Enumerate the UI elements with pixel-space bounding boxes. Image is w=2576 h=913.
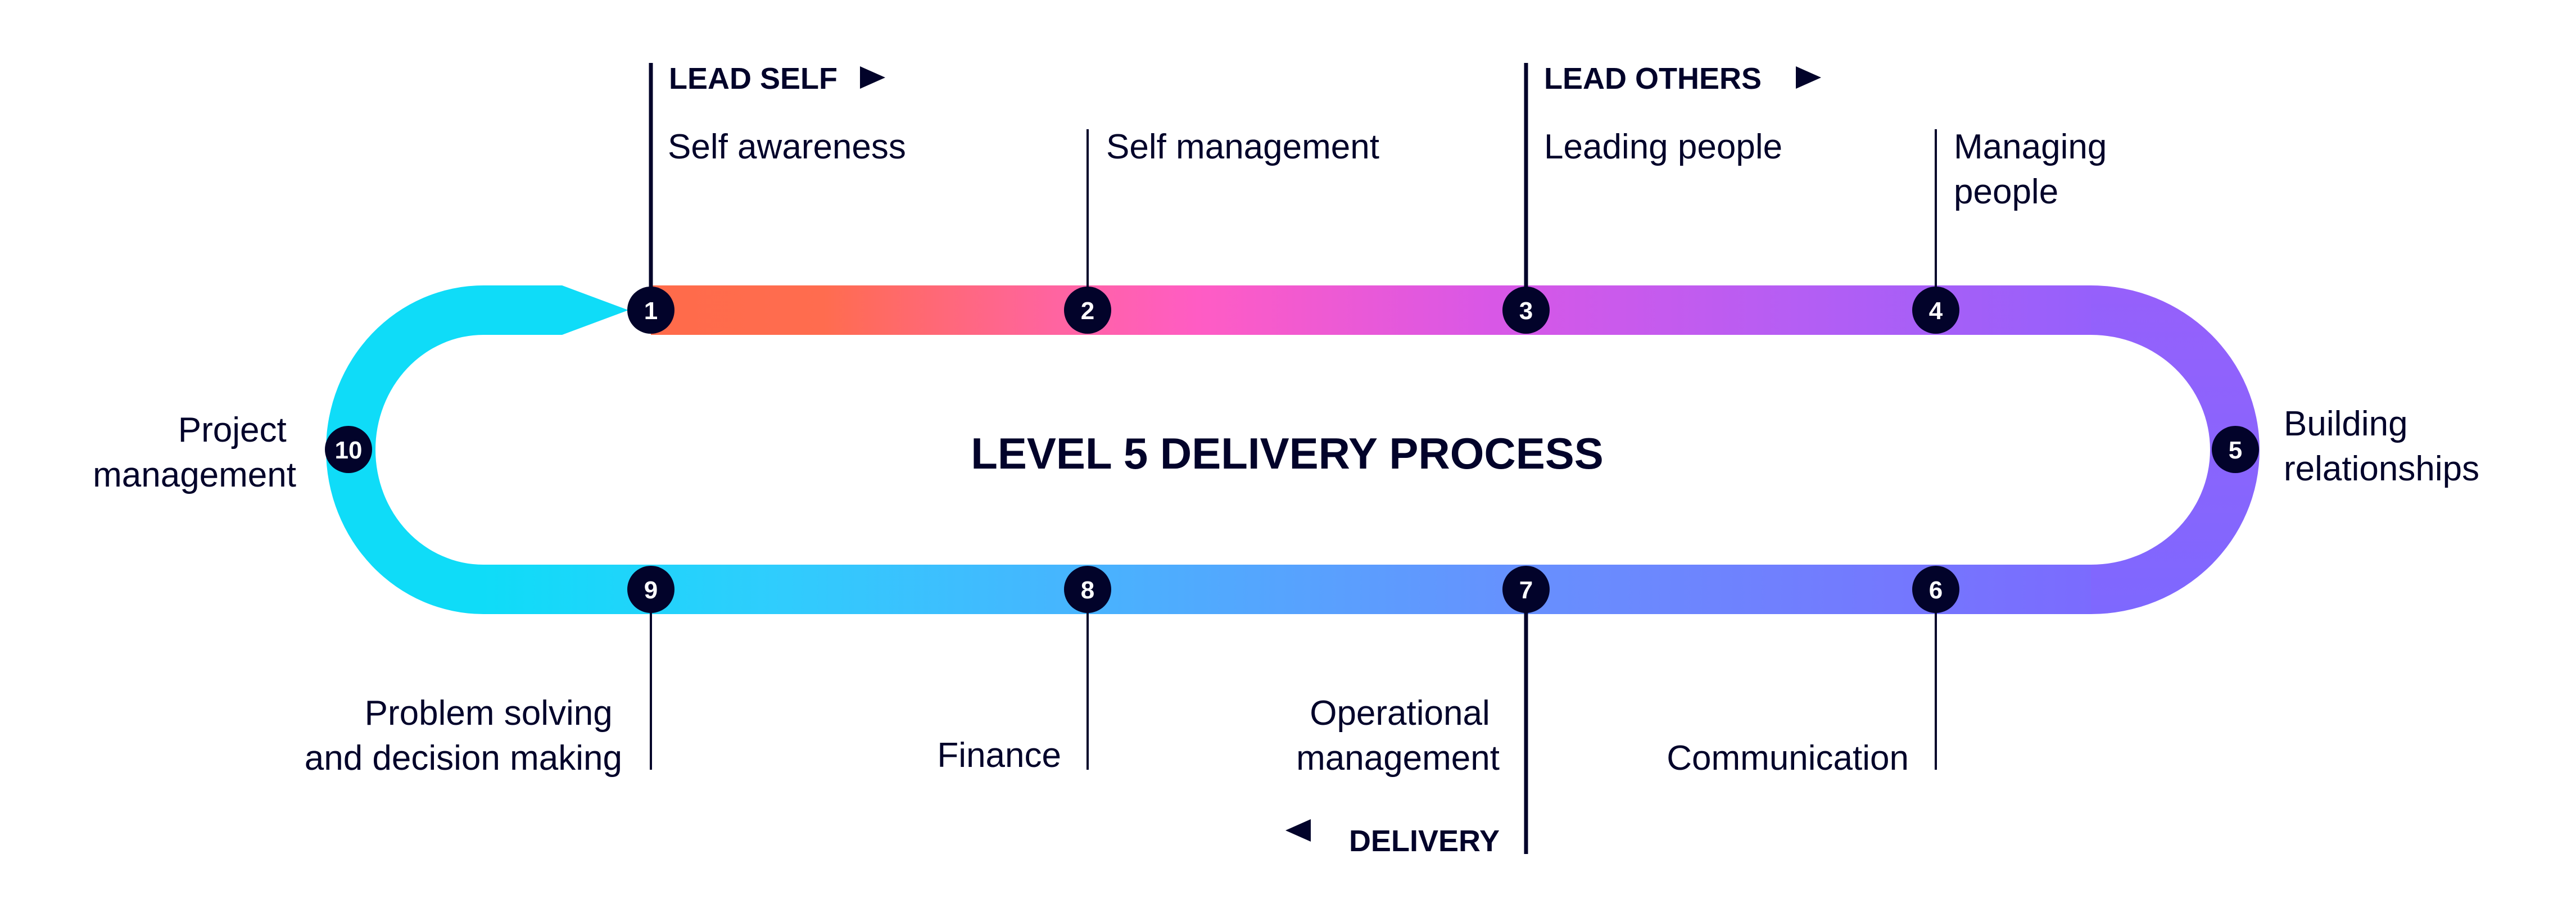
- node-circle: [1502, 287, 1550, 334]
- nodes: 1 2 3 4 5 6 7 8 9 10: [325, 287, 2259, 613]
- node-number: 7: [1519, 576, 1533, 604]
- node-number: 2: [1081, 297, 1094, 325]
- step-label-6: Communication: [1667, 739, 1909, 778]
- node-circle: [1912, 287, 1959, 334]
- step-node-2[interactable]: 2: [1064, 287, 1111, 334]
- node-circle: [627, 566, 674, 613]
- section-lead-others: LEAD OTHERS: [1544, 62, 1821, 96]
- step-node-3[interactable]: 3: [1502, 287, 1550, 334]
- step-node-6[interactable]: 6: [1912, 566, 1959, 613]
- step-label-8: Finance: [937, 736, 1061, 775]
- node-circle: [1064, 287, 1111, 334]
- track: [326, 285, 2260, 614]
- step-label-4: Managing people: [1954, 128, 2117, 211]
- step-node-10[interactable]: 10: [325, 426, 372, 473]
- step-node-7[interactable]: 7: [1502, 566, 1550, 613]
- node-circle: [2212, 426, 2259, 473]
- step-label-1: Self awareness: [668, 128, 906, 166]
- step-label-10: Project management: [93, 411, 296, 494]
- step-node-5[interactable]: 5: [2212, 426, 2259, 473]
- node-number: 10: [335, 437, 363, 464]
- triangle-right-icon: [860, 66, 885, 89]
- node-number: 1: [644, 297, 658, 325]
- section-label: DELIVERY: [1349, 824, 1500, 858]
- step-node-9[interactable]: 9: [627, 566, 674, 613]
- node-number: 8: [1081, 576, 1094, 604]
- node-circle: [1912, 566, 1959, 613]
- leader-lines: [649, 63, 1937, 854]
- step-label-5: Building relationships: [2284, 405, 2479, 488]
- node-number: 4: [1929, 297, 1943, 325]
- step-node-4[interactable]: 4: [1912, 287, 1959, 334]
- step-label-3: Leading people: [1544, 128, 1782, 166]
- node-circle: [1064, 566, 1111, 613]
- node-number: 5: [2229, 437, 2242, 464]
- step-node-1[interactable]: 1: [627, 287, 674, 334]
- node-number: 6: [1929, 576, 1943, 604]
- track-bottom-segment: [483, 565, 2091, 614]
- section-label: LEAD SELF: [669, 62, 837, 96]
- diagram-title: LEVEL 5 DELIVERY PROCESS: [971, 429, 1604, 478]
- step-label-9: Problem solving and decision making: [305, 694, 622, 778]
- step-label-7: Operational management: [1296, 694, 1500, 778]
- section-lead-self: LEAD SELF: [669, 62, 885, 96]
- node-circle: [1502, 566, 1550, 613]
- track-right-arc: [2091, 285, 2260, 614]
- node-circle: [325, 426, 372, 473]
- track-left-arc-arrow: [326, 285, 628, 614]
- section-label: LEAD OTHERS: [1544, 62, 1762, 96]
- step-label-2: Self management: [1106, 128, 1379, 166]
- node-number: 9: [644, 576, 658, 604]
- triangle-left-icon: [1285, 819, 1311, 842]
- step-node-8[interactable]: 8: [1064, 566, 1111, 613]
- track-top-segment: [651, 285, 2091, 335]
- triangle-right-icon: [1796, 66, 1821, 89]
- section-delivery: DELIVERY: [1285, 819, 1500, 858]
- node-number: 3: [1519, 297, 1533, 325]
- node-circle: [627, 287, 674, 334]
